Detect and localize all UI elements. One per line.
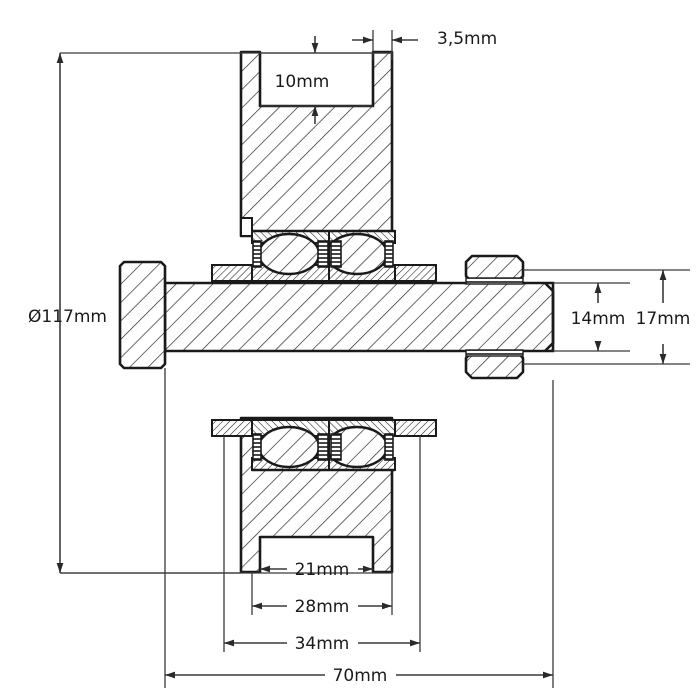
bearing-ball-upper-left bbox=[257, 232, 321, 276]
axle-spacer-shoulders bbox=[211, 264, 437, 437]
dimension-labels: Ø117mm 10mm 3,5mm 14mm 17mm 21mm 28mm 34… bbox=[28, 29, 690, 686]
bearing-seal-upper-2 bbox=[317, 240, 329, 268]
label-hub-width: 34mm bbox=[295, 634, 350, 654]
bearing-seal-upper-1 bbox=[252, 240, 262, 268]
spacer-lower-left bbox=[211, 419, 253, 437]
dimension-layer bbox=[56, 30, 690, 688]
bearing-seal-lower-1 bbox=[252, 433, 262, 461]
bearing-assembly-lower bbox=[251, 419, 396, 472]
thread-upper bbox=[465, 277, 524, 285]
label-inner-width: 28mm bbox=[295, 597, 350, 617]
bolt-head bbox=[118, 260, 167, 370]
bearing-assembly-upper bbox=[251, 229, 396, 282]
label-rim-thickness: 3,5mm bbox=[437, 29, 497, 49]
label-shaft-diameter: 14mm bbox=[571, 309, 626, 329]
spacer-upper-right bbox=[394, 264, 437, 282]
bearing-seal-lower-2 bbox=[317, 433, 329, 461]
label-groove-depth: 10mm bbox=[275, 72, 330, 92]
shaft-end-chamfer bbox=[544, 282, 555, 352]
bearing-ball-lower-left bbox=[257, 425, 321, 469]
bearing-seal-lower-3 bbox=[330, 433, 342, 461]
axle-shaft-assembly bbox=[118, 254, 555, 380]
bearing-seal-upper-4 bbox=[384, 240, 394, 268]
thread-lower bbox=[465, 349, 524, 357]
spacer-upper-left bbox=[211, 264, 253, 282]
label-overall-width: 70mm bbox=[333, 666, 388, 686]
bearing-seal-upper-3 bbox=[330, 240, 342, 268]
label-bearing-bore: 17mm bbox=[636, 309, 691, 329]
axle-shaft bbox=[163, 281, 555, 353]
pulley-bore-step-upper bbox=[240, 217, 253, 237]
label-outer-diameter: Ø117mm bbox=[28, 307, 107, 327]
spacer-lower-right bbox=[394, 419, 437, 437]
label-groove-width: 21mm bbox=[295, 560, 350, 580]
bearing-seal-lower-4 bbox=[384, 433, 394, 461]
